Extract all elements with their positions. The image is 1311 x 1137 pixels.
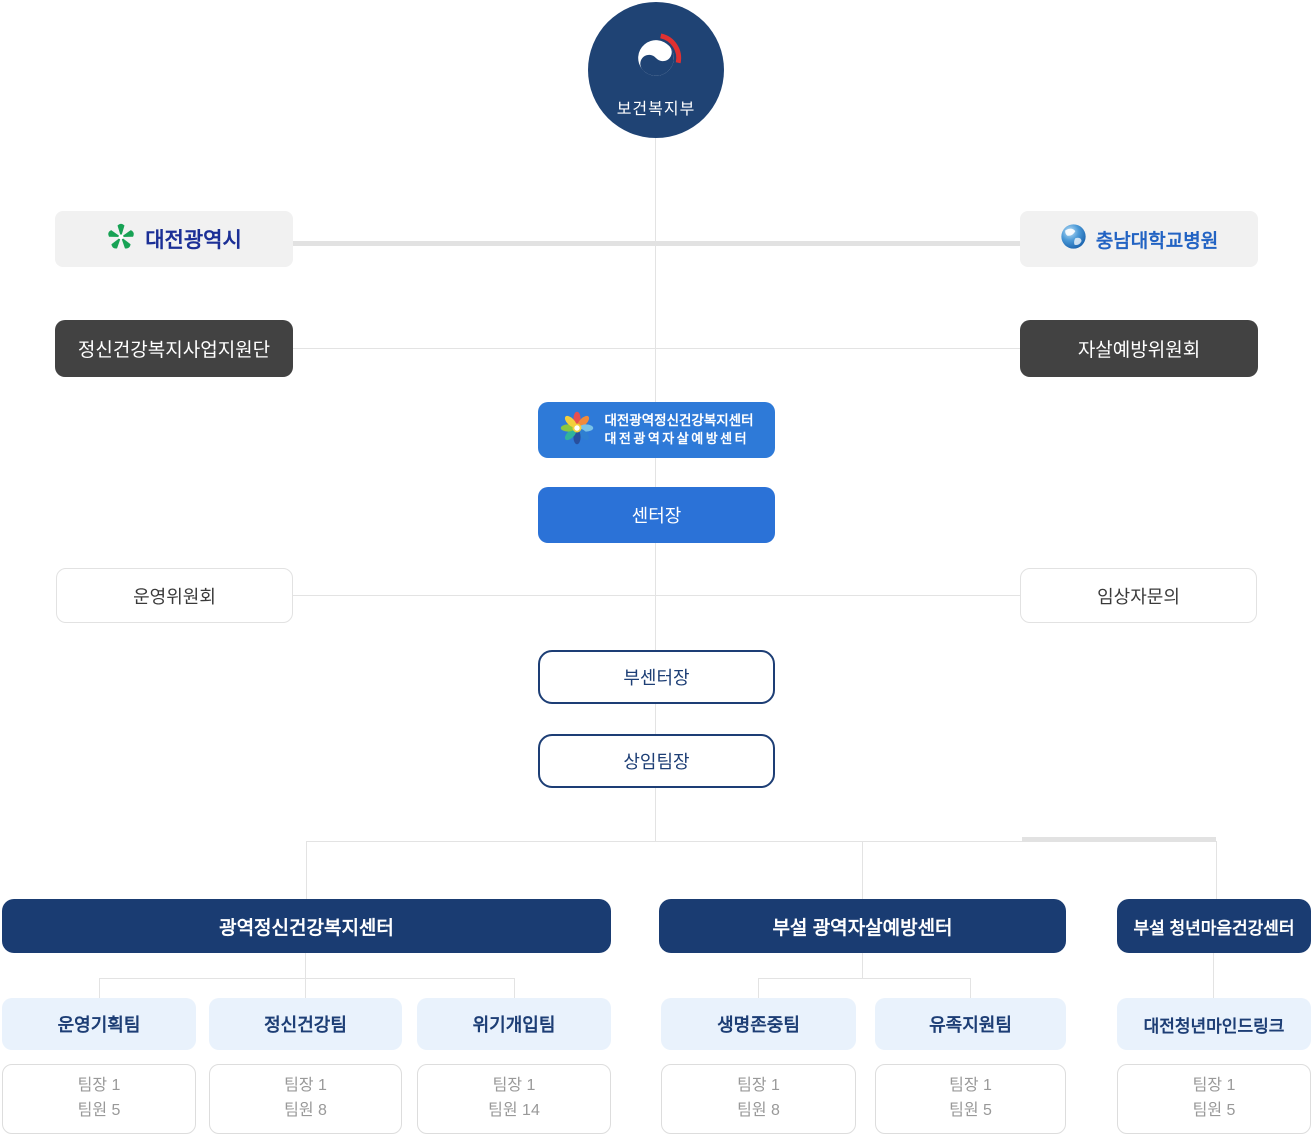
ministry-node: 보건복지부 xyxy=(588,2,724,138)
center-director-node: 센터장 xyxy=(538,487,775,543)
clinical-advisor-node: 임상자문의 xyxy=(1020,568,1257,623)
staff-members: 팀원 5 xyxy=(949,1102,992,1119)
team-youth-mind-link: 대전청년마인드링크 xyxy=(1117,998,1311,1050)
hospital-label: 충남대학교병원 xyxy=(1095,230,1219,252)
staff-leader: 팀장 1 xyxy=(949,1077,992,1095)
center-logo-line1: 대전광역정신건강복지센터 xyxy=(604,413,754,429)
staff-youth-mind-link: 팀장 1 팀원 5 xyxy=(1117,1064,1311,1134)
city-node: 대전광역시 xyxy=(55,211,293,267)
staff-members: 팀원 5 xyxy=(77,1102,121,1119)
ministry-label: 보건복지부 xyxy=(616,101,696,118)
operating-committee-label: 운영위원회 xyxy=(133,586,216,607)
connector-sec1-horizontal xyxy=(99,978,515,979)
connector-branch-horizontal xyxy=(306,841,1216,842)
team-name: 유족지원팀 xyxy=(929,1015,1012,1035)
pinwheel-logo-icon xyxy=(559,410,595,451)
support-group-node: 정신건강복지사업지원단 xyxy=(55,320,293,377)
daejeon-city-logo-icon xyxy=(106,222,136,257)
section-header-youth-mind-center: 부설 청년마음건강센터 xyxy=(1117,899,1311,953)
connector-branch-drop-left xyxy=(306,841,307,899)
standing-team-leader-node: 상임팀장 xyxy=(538,734,775,788)
staff-mental-health: 팀장 1 팀원 8 xyxy=(209,1064,402,1134)
connector-sec1-stub xyxy=(305,953,306,978)
team-name: 정신건강팀 xyxy=(264,1015,347,1035)
connector-sec1-drop1 xyxy=(99,978,100,998)
team-bereaved-support: 유족지원팀 xyxy=(875,998,1066,1050)
operating-committee-node: 운영위원회 xyxy=(56,568,293,623)
hospital-globe-icon xyxy=(1060,223,1087,255)
suicide-prevention-committee-label: 자살예방위원회 xyxy=(1077,340,1201,361)
staff-operation-planning: 팀장 1 팀원 5 xyxy=(2,1064,196,1134)
connector-row2-horizontal xyxy=(293,348,1020,349)
team-operation-planning: 운영기획팀 xyxy=(2,998,196,1050)
team-mental-health: 정신건강팀 xyxy=(209,998,402,1050)
team-name: 생명존중팀 xyxy=(717,1015,800,1035)
center-logo-text: 대전광역정신건강복지센터 대전광역자살예방센터 xyxy=(604,412,753,448)
staff-leader: 팀장 1 xyxy=(77,1077,121,1095)
center-logo-line2: 대전광역자살예방센터 xyxy=(604,431,750,447)
connector-sec2-drop1 xyxy=(758,978,759,998)
center-logo-node: 대전광역정신건강복지센터 대전광역자살예방센터 xyxy=(538,402,775,458)
section-header-mental-health-center: 광역정신건강복지센터 xyxy=(2,899,611,953)
team-life-respect: 생명존중팀 xyxy=(661,998,856,1050)
staff-members: 팀원 5 xyxy=(1192,1102,1236,1119)
team-name: 대전청년마인드링크 xyxy=(1143,1016,1285,1036)
connector-sec2-drop2 xyxy=(970,978,971,998)
connector-branch-drop-middle xyxy=(862,841,863,899)
team-name: 운영기획팀 xyxy=(57,1015,141,1035)
team-crisis-intervention: 위기개입팀 xyxy=(417,998,611,1050)
staff-members: 팀원 8 xyxy=(737,1102,780,1119)
clinical-advisor-label: 임상자문의 xyxy=(1097,586,1180,607)
connector-sec1-drop2 xyxy=(305,978,306,998)
staff-leader: 팀장 1 xyxy=(284,1077,327,1095)
standing-team-leader-label: 상임팀장 xyxy=(623,752,690,772)
connector-sec3-drop xyxy=(1213,953,1214,998)
taegeuk-icon xyxy=(629,31,683,90)
connector-row3-horizontal xyxy=(293,595,1020,596)
connector-sec1-drop3 xyxy=(514,978,515,998)
city-label: 대전광역시 xyxy=(145,229,242,252)
hospital-node: 충남대학교병원 xyxy=(1020,211,1258,267)
connector-row1-horizontal xyxy=(291,241,1021,246)
section3-title: 부설 청년마음건강센터 xyxy=(1133,918,1295,938)
deputy-director-label: 부센터장 xyxy=(623,668,690,688)
section1-title: 광역정신건강복지센터 xyxy=(219,917,394,939)
staff-bereaved-support: 팀장 1 팀원 5 xyxy=(875,1064,1066,1134)
staff-leader: 팀장 1 xyxy=(492,1077,536,1095)
team-name: 위기개입팀 xyxy=(472,1015,556,1035)
suicide-prevention-committee-node: 자살예방위원회 xyxy=(1020,320,1258,377)
section-header-suicide-prevention-center: 부설 광역자살예방센터 xyxy=(659,899,1066,953)
connector-sec2-horizontal xyxy=(758,978,971,979)
staff-leader: 팀장 1 xyxy=(1192,1077,1236,1095)
deputy-director-node: 부센터장 xyxy=(538,650,775,704)
staff-members: 팀원 8 xyxy=(284,1102,327,1119)
connector-branch-drop-right xyxy=(1216,841,1217,899)
staff-leader: 팀장 1 xyxy=(737,1077,780,1095)
staff-crisis-intervention: 팀장 1 팀원 14 xyxy=(417,1064,611,1134)
section2-title: 부설 광역자살예방센터 xyxy=(772,917,953,939)
connector-branch-right-thick xyxy=(1022,837,1216,842)
staff-members: 팀원 14 xyxy=(488,1102,540,1119)
connector-sec2-stub xyxy=(862,953,863,978)
support-group-label: 정신건강복지사업지원단 xyxy=(77,340,271,361)
center-director-label: 센터장 xyxy=(631,506,682,526)
staff-life-respect: 팀장 1 팀원 8 xyxy=(661,1064,856,1134)
